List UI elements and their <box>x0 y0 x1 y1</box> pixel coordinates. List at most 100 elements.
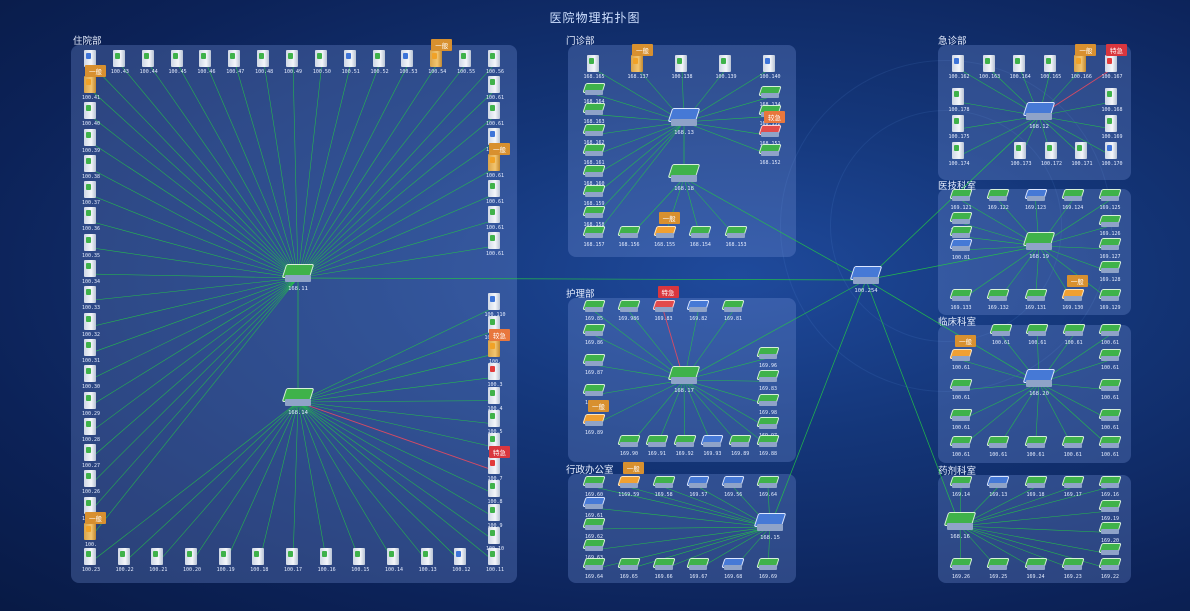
network-link[interactable] <box>90 401 299 563</box>
switch-node[interactable]: 169.64 <box>751 473 785 503</box>
switch-node[interactable]: 100.61 <box>1057 321 1091 351</box>
core-switch-node[interactable]: 168.18 <box>662 162 706 198</box>
network-link[interactable] <box>593 379 685 426</box>
network-link[interactable] <box>90 142 299 279</box>
server-node[interactable]: 100.178 <box>942 88 976 118</box>
server-node[interactable]: 100.165 <box>1034 55 1068 85</box>
network-link[interactable] <box>958 115 1040 130</box>
switch-node[interactable]: 169.132 <box>981 286 1015 316</box>
network-link[interactable] <box>683 116 771 123</box>
network-link[interactable] <box>628 526 771 570</box>
server-node[interactable]: 100.35 <box>74 233 108 264</box>
alarm-badge-general[interactable]: 一般 <box>955 335 976 347</box>
switch-node[interactable]: 169.68 <box>716 555 750 585</box>
server-node[interactable]: 100.163 <box>973 55 1007 85</box>
network-link[interactable] <box>90 89 299 279</box>
core-switch-node[interactable]: 168.19 <box>1017 230 1061 266</box>
server-node[interactable]: 100.138 <box>665 55 699 85</box>
server-node[interactable]: 100.173 <box>1004 142 1038 172</box>
alarm-badge-urgent[interactable]: 较急 <box>764 110 785 123</box>
alarm-badge-general[interactable]: 一般 <box>658 212 680 224</box>
alarm-badge-critical[interactable]: 特急 <box>657 286 679 298</box>
alarm-badge-general[interactable]: 一般 <box>85 512 106 524</box>
network-link[interactable] <box>1038 245 1111 301</box>
network-link[interactable] <box>297 63 380 279</box>
uplink[interactable] <box>865 279 961 527</box>
server-node[interactable]: 100.31 <box>74 338 108 369</box>
network-link[interactable] <box>297 401 428 563</box>
server-node[interactable]: 100.164 <box>1003 55 1037 85</box>
network-link[interactable] <box>297 330 496 403</box>
server-node[interactable]: 100.22 <box>108 548 142 578</box>
switch-node[interactable]: 168.160 <box>577 162 611 192</box>
switch-node[interactable]: 169.13 <box>981 473 1015 503</box>
network-link[interactable] <box>297 63 351 279</box>
network-link[interactable] <box>297 193 496 279</box>
network-link[interactable] <box>297 401 496 542</box>
switch-node[interactable]: 169.125 <box>1093 186 1127 216</box>
switch-node[interactable]: 169.87 <box>577 351 611 381</box>
network-link[interactable] <box>90 277 299 511</box>
network-link[interactable] <box>90 63 299 279</box>
switch-node[interactable]: 168.152 <box>753 141 787 171</box>
network-link[interactable] <box>297 306 496 403</box>
core-switch-node[interactable]: 168.13 <box>662 106 706 142</box>
switch-node[interactable]: 169.18 <box>1019 473 1053 503</box>
network-link[interactable] <box>663 526 771 570</box>
switch-node[interactable]: 169.86 <box>577 321 611 351</box>
network-link[interactable] <box>593 526 771 530</box>
server-node[interactable]: 100.13 <box>411 548 445 578</box>
alarm-badge-general[interactable]: 一般 <box>1075 44 1097 56</box>
switch-node[interactable]: 168.134 <box>753 83 787 113</box>
network-link[interactable] <box>683 379 769 405</box>
uplink[interactable] <box>865 279 1040 384</box>
switch-node[interactable]: 168.163 <box>577 100 611 130</box>
network-link[interactable] <box>593 121 685 156</box>
server-node[interactable]: 100.14 <box>377 548 411 578</box>
switch-node[interactable]: 169.88 <box>751 432 785 462</box>
network-link[interactable] <box>90 277 299 485</box>
network-link[interactable] <box>206 63 299 279</box>
switch-node[interactable]: 169.128 <box>1093 258 1127 288</box>
network-link[interactable] <box>959 525 1073 570</box>
network-link[interactable] <box>960 245 1040 301</box>
server-node[interactable]: 100.3 <box>478 363 512 393</box>
switch-node[interactable]: 169.23 <box>1056 555 1090 585</box>
alarm-badge-general[interactable]: 一般 <box>85 65 106 77</box>
network-link[interactable] <box>297 141 496 279</box>
network-link[interactable] <box>292 63 299 279</box>
switch-node[interactable]: 169.133 <box>944 286 978 316</box>
network-link[interactable] <box>297 401 496 448</box>
network-link[interactable] <box>297 376 496 403</box>
switch-node[interactable]: 100.81 <box>944 236 978 266</box>
alarm-badge-general[interactable]: 一般 <box>588 400 609 412</box>
network-link[interactable] <box>292 401 299 563</box>
network-link[interactable] <box>90 277 299 380</box>
switch-node[interactable]: 169.91 <box>640 432 674 462</box>
network-link[interactable] <box>297 167 496 279</box>
server-node[interactable]: 100.27 <box>74 444 108 474</box>
core-switch-node[interactable]: 100.254 <box>844 264 888 300</box>
network-link[interactable] <box>663 486 771 528</box>
server-node[interactable]: 100.61 <box>478 102 512 132</box>
server-node[interactable]: 100.16 <box>310 548 344 578</box>
network-link[interactable] <box>683 379 769 429</box>
uplink[interactable] <box>297 277 867 281</box>
alarm-badge-general[interactable]: 一般 <box>431 39 453 51</box>
network-link[interactable] <box>683 96 771 123</box>
server-node[interactable]: 100.43 <box>103 50 137 80</box>
switch-node[interactable]: 100.61 <box>944 406 978 436</box>
server-node[interactable]: 100.5 <box>478 410 512 440</box>
alarm-badge-general[interactable]: 一般 <box>1066 275 1088 287</box>
network-link[interactable] <box>593 121 685 136</box>
network-link[interactable] <box>235 63 299 279</box>
network-link[interactable] <box>90 277 299 327</box>
server-node[interactable]: 100.11 <box>478 548 512 578</box>
network-link[interactable] <box>297 401 496 518</box>
network-link[interactable] <box>90 168 299 279</box>
